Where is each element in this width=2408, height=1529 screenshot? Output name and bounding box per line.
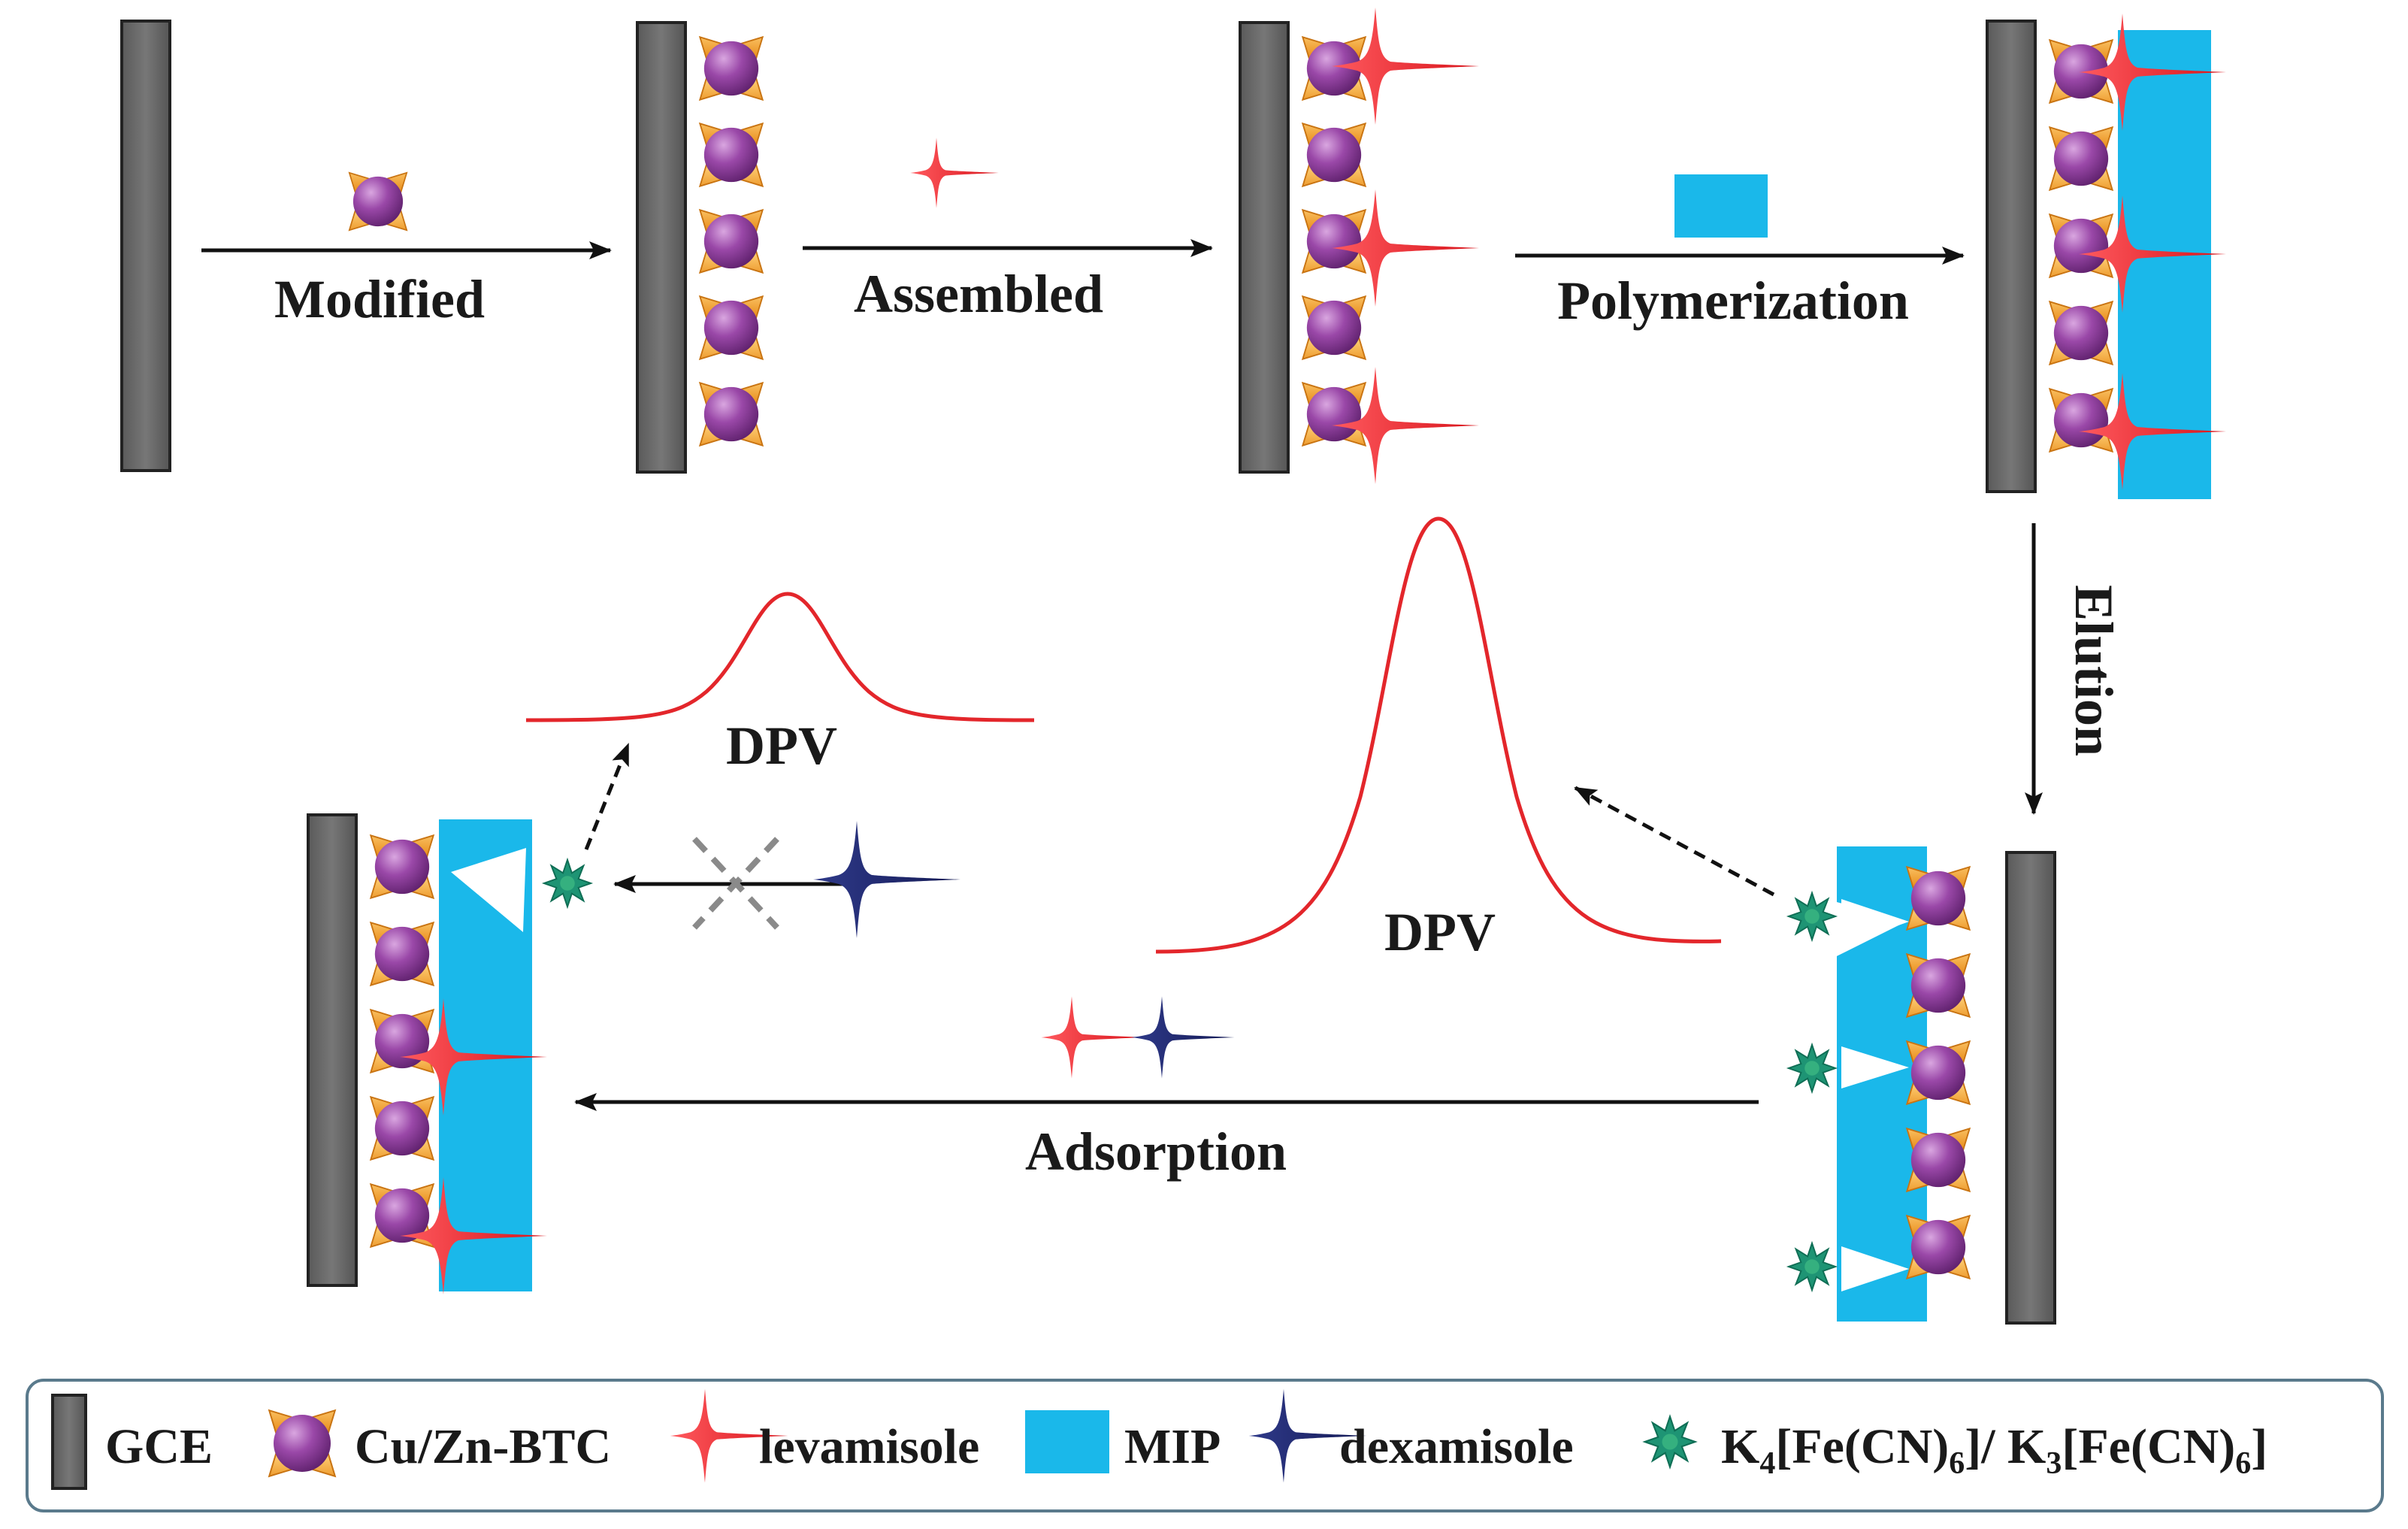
legend-item-mip: MIP — [1025, 1410, 1221, 1474]
legend-label-mof: Cu/Zn-BTC — [355, 1419, 611, 1474]
step-assembled: Assembled — [803, 138, 1213, 324]
legend: GCE Cu/Zn-BTC levamisole MIP dexamisole … — [26, 1376, 2384, 1512]
dexamisole-adsorbate-icon — [1131, 996, 1235, 1079]
legend-label-dexamisole: dexamisole — [1339, 1419, 1574, 1474]
legend-item-gce: GCE — [51, 1394, 213, 1490]
levamisole-adsorbate-icon — [1041, 996, 1145, 1079]
step-elution: Elution — [2025, 523, 2124, 815]
redox-probe-icon — [1644, 1415, 1696, 1468]
dpv-small: DPV — [525, 592, 1035, 850]
label-modified: Modified — [274, 269, 485, 329]
legend-item-levamisole: levamisole — [670, 1388, 979, 1483]
legend-label-gce: GCE — [105, 1419, 213, 1474]
rebound-electrode — [307, 803, 592, 1294]
legend-item-mof: Cu/Zn-BTC — [235, 1376, 611, 1510]
step-polymerization: Polymerization — [1515, 174, 1965, 331]
gce-mip-with-template — [1986, 8, 2226, 499]
mip-icon — [1025, 1410, 1109, 1473]
blocked-dexamisole — [613, 821, 960, 938]
bare-gce — [120, 20, 171, 472]
levamisole-reagent-icon — [910, 138, 999, 208]
label-polymerization: Polymerization — [1557, 271, 1909, 331]
legend-item-dexamisole: dexamisole — [1248, 1388, 1574, 1483]
legend-label-mip: MIP — [1124, 1419, 1221, 1474]
mof-reagent-icon — [319, 143, 437, 260]
label-dpv-large: DPV — [1384, 902, 1496, 962]
gce-mof — [636, 5, 795, 478]
gce-mof-template — [1239, 5, 1479, 484]
legend-label-levamisole: levamisole — [759, 1419, 979, 1474]
eluted-mip-electrode — [1787, 834, 2056, 1325]
monomer-reagent-icon — [1674, 174, 1768, 238]
legend-item-probe: K4[Fe(CN)6]/ K3[Fe(CN)6] — [1644, 1415, 2267, 1481]
legend-label-probe: K4[Fe(CN)6]/ K3[Fe(CN)6] — [1721, 1419, 2267, 1481]
step-adsorption: Adsorption — [574, 996, 1759, 1182]
dpv-large: DPV — [1155, 516, 1775, 962]
label-dpv-small: DPV — [726, 716, 837, 776]
label-assembled: Assembled — [854, 264, 1103, 324]
label-elution: Elution — [2064, 585, 2124, 756]
step-modified: Modified — [201, 143, 612, 329]
label-adsorption: Adsorption — [1025, 1122, 1287, 1182]
